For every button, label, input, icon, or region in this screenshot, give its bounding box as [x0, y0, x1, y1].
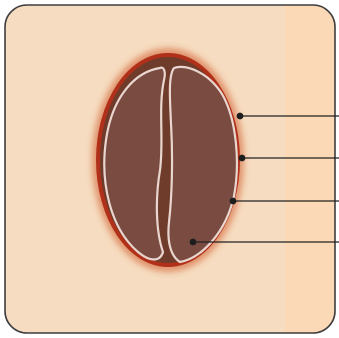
callout-dot — [237, 113, 244, 120]
callout-dot — [230, 198, 237, 205]
callout-dot — [190, 239, 197, 246]
callout-dot — [239, 155, 246, 162]
